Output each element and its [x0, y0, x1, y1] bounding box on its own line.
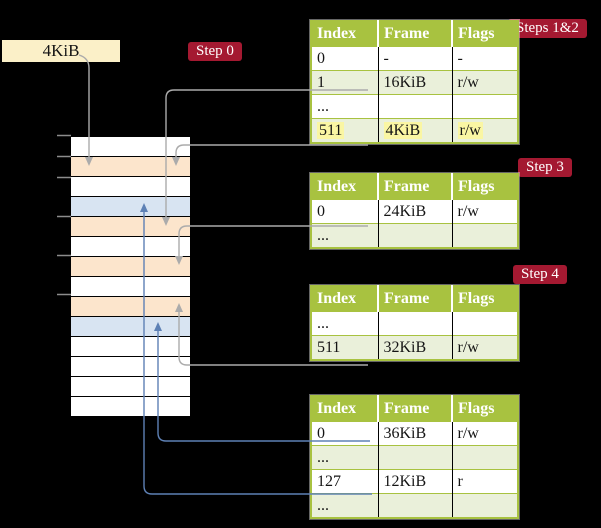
column-header-frame: Frame — [378, 396, 453, 422]
cell-frame — [378, 493, 453, 518]
cell-frame: 36KiB — [378, 421, 453, 446]
memory-frame-row — [71, 197, 190, 216]
column-header-flags: Flags — [452, 21, 518, 47]
table-row: ... — [311, 223, 518, 248]
cell-frame — [378, 94, 453, 119]
column-header-frame: Frame — [378, 21, 453, 47]
column-header-index: Index — [311, 174, 379, 200]
cell-frame: 12KiB — [378, 469, 453, 494]
column-header-frame: Frame — [378, 174, 453, 200]
badge-step-0: Step 0 — [188, 42, 242, 61]
cell-index: 0 — [311, 199, 379, 224]
cell-flags — [452, 493, 518, 518]
cell-frame — [378, 223, 453, 248]
cell-flags: r/w — [452, 199, 518, 224]
memory-frame-row — [71, 297, 190, 316]
badge-step-3: Step 3 — [518, 158, 572, 177]
table-row: ... — [311, 445, 518, 470]
cell-frame: 16KiB — [378, 70, 453, 95]
cell-frame — [378, 445, 453, 470]
cell-flags — [452, 223, 518, 248]
cell-flags: r — [452, 469, 518, 494]
memory-frame-row — [71, 157, 190, 176]
cell-index: ... — [311, 223, 379, 248]
column-header-frame: Frame — [378, 286, 453, 312]
table-row: 511 4KiB r/w — [311, 118, 518, 143]
cell-frame — [378, 311, 453, 336]
memory-frame-row — [71, 257, 190, 276]
memory-frame-row — [71, 397, 190, 416]
physical-memory-stack — [71, 137, 190, 416]
cell-flags — [452, 94, 518, 119]
cell-frame: - — [378, 46, 453, 71]
badge-step-4: Step 4 — [513, 265, 567, 284]
memory-frame-row — [71, 277, 190, 296]
cell-index: ... — [311, 493, 379, 518]
cell-flags — [452, 311, 518, 336]
cell-flags: r/w — [452, 335, 518, 360]
cell-flags: r/w — [452, 118, 518, 143]
memory-frame-row — [71, 357, 190, 376]
cell-frame: 32KiB — [378, 335, 453, 360]
table1-entry511-to-frame-4kib-line — [175, 144, 368, 157]
memory-frame-row — [71, 137, 190, 156]
table-row: 0-- — [311, 46, 518, 71]
memory-frame-row — [71, 337, 190, 356]
table-row: ... — [311, 493, 518, 518]
cell-index: ... — [311, 94, 379, 119]
highlighted-value: 511 — [317, 121, 345, 139]
badge-steps-1-and-2: Steps 1&2 — [508, 19, 587, 38]
cell-index: ... — [311, 445, 379, 470]
cell-index: 1 — [311, 70, 379, 95]
memory-frame-row — [71, 377, 190, 396]
column-header-index: Index — [311, 286, 379, 312]
memory-frame-row — [71, 177, 190, 196]
cell-index: 0 — [311, 421, 379, 446]
table-row: ... — [311, 311, 518, 336]
frame-size-label: 4KiB — [2, 40, 120, 62]
column-header-index: Index — [311, 21, 379, 47]
cell-index: 127 — [311, 469, 379, 494]
column-header-index: Index — [311, 396, 379, 422]
memory-frame-row — [71, 237, 190, 256]
cell-index: ... — [311, 311, 379, 336]
memory-frame-row — [71, 317, 190, 336]
cell-flags: r/w — [452, 421, 518, 446]
cell-flags — [452, 445, 518, 470]
column-header-flags: Flags — [452, 174, 518, 200]
column-header-flags: Flags — [452, 396, 518, 422]
cell-flags: r/w — [452, 70, 518, 95]
cell-index: 511 — [311, 335, 379, 360]
memory-frame-row — [71, 217, 190, 236]
column-header-flags: Flags — [452, 286, 518, 312]
cell-frame: 4KiB — [378, 118, 453, 143]
highlighted-value: r/w — [457, 121, 483, 139]
table-row: ... — [311, 94, 518, 119]
cell-flags: - — [452, 46, 518, 71]
cell-index: 511 — [311, 118, 379, 143]
highlighted-value: 4KiB — [383, 121, 423, 139]
cell-index: 0 — [311, 46, 379, 71]
cell-frame: 24KiB — [378, 199, 453, 224]
